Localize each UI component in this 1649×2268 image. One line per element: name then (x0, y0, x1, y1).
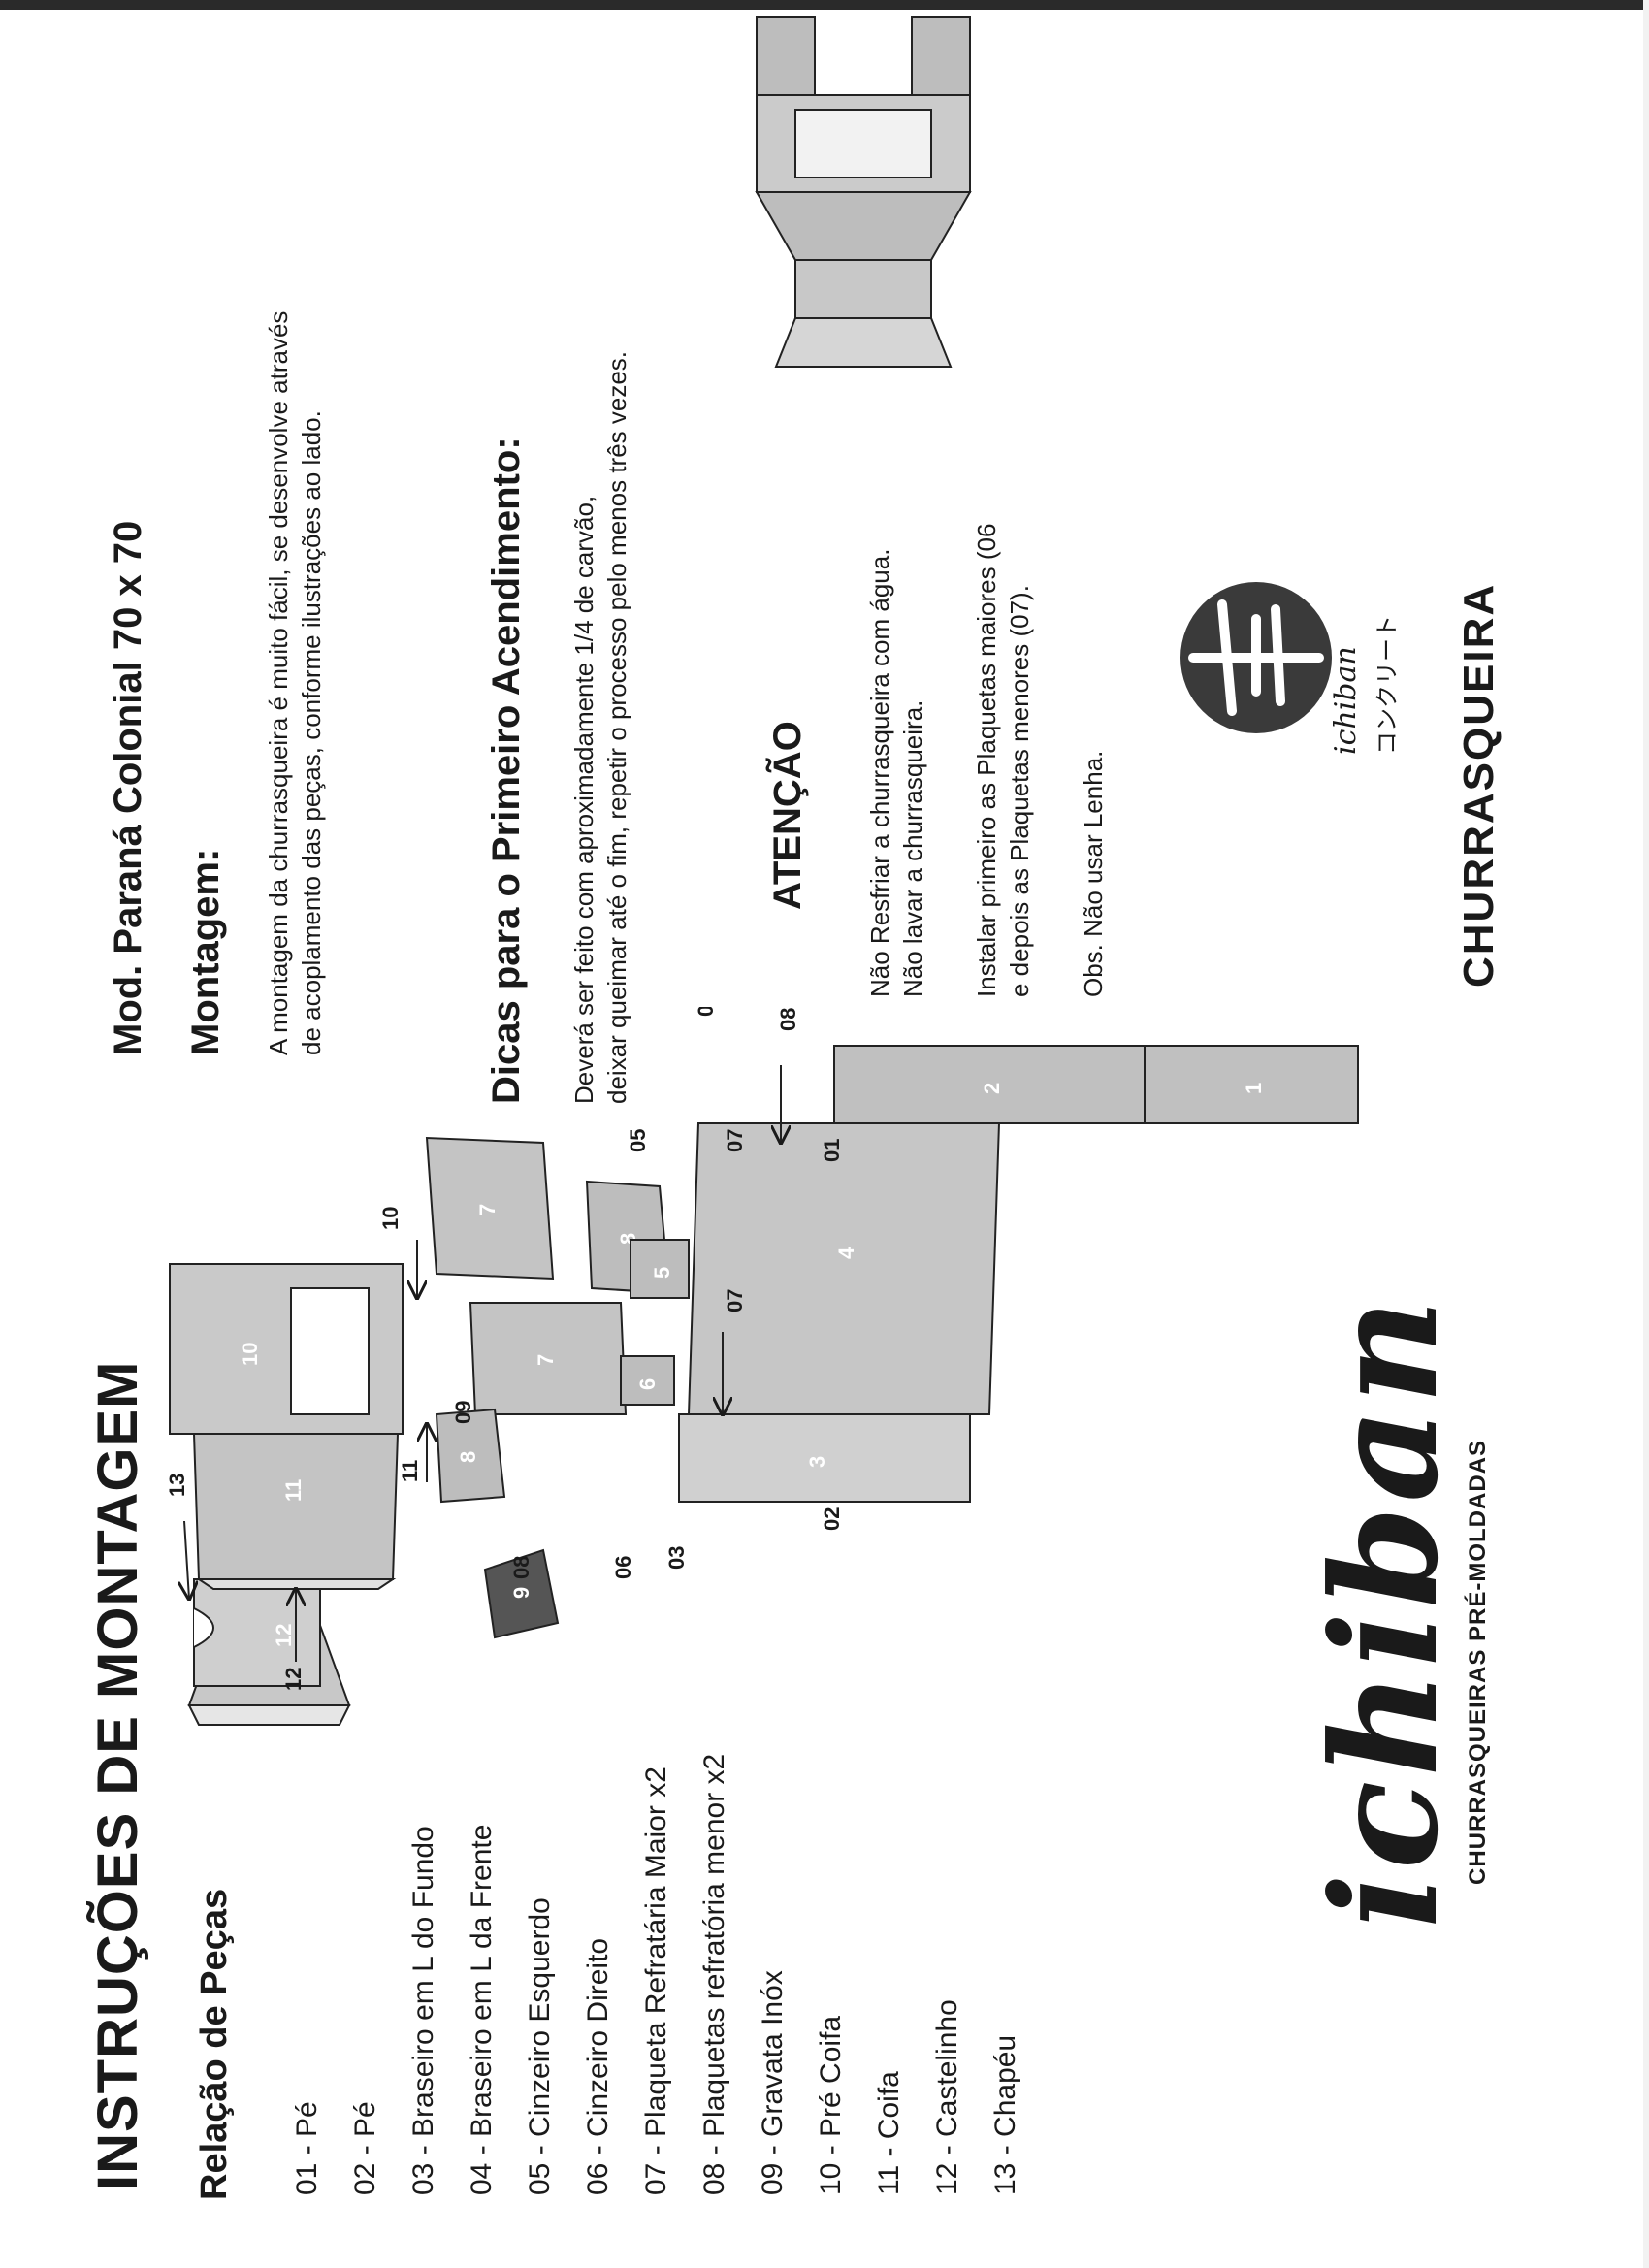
callout-04: 04 (694, 1007, 718, 1017)
model-name: Mod. Paraná Colonial 70 x 70 (107, 520, 149, 1055)
svg-text:04: 04 (694, 1007, 718, 1017)
atencao-line: Não lavar a churrasqueira. (898, 699, 927, 997)
piece-number: 3 (805, 1456, 829, 1468)
montagem-line: A montagem da churrasqueira é muito fáci… (264, 310, 293, 1055)
brand-tagline: CHURRASQUEIRAS PRÉ-MOLDADAS (1465, 1439, 1491, 1885)
piece-8-plaqueta-menor: 8 (435, 1408, 506, 1504)
piece-number: 7 (475, 1204, 500, 1215)
callout-11: 11 (398, 1424, 427, 1482)
svg-text:07: 07 (723, 1289, 747, 1312)
assembled-grill-illustration (755, 16, 972, 368)
piece-11-coifa: 11 (192, 1433, 400, 1590)
callout-07: 07 (723, 1289, 747, 1414)
piece-7-plaqueta-maior: 7 (425, 1136, 555, 1280)
callout-02: 02 (820, 1507, 844, 1531)
svg-text:03: 03 (664, 1546, 689, 1570)
montagem-title: Montagem: (184, 848, 227, 1055)
product-name: CHURRASQUEIRA (1455, 582, 1503, 988)
callout-08: 08 (776, 1008, 800, 1143)
dicas-title: Dicas para o Primeiro Acendimento: (485, 437, 528, 1104)
seal-text: ichiban (1329, 646, 1363, 755)
piece-number: 11 (281, 1479, 306, 1502)
observation: Obs. Não usar Lenha. (1079, 750, 1108, 997)
piece-number: 4 (834, 1247, 858, 1259)
svg-text:13: 13 (165, 1474, 189, 1497)
svg-text:08: 08 (509, 1556, 534, 1579)
exploded-assembly-diagram: 13 12 11 10 9 8 (165, 1007, 1359, 1726)
piece-number: 1 (1242, 1083, 1266, 1094)
piece-2-pe: 2 (833, 1045, 1146, 1124)
atencao-line: Instalar primeiro as Plaquetas maiores (… (972, 523, 1001, 997)
montagem-line: de acoplamento das peças, conforme ilust… (297, 410, 326, 1055)
callout-09: 09 (451, 1401, 475, 1424)
svg-text:05: 05 (626, 1129, 650, 1152)
piece-number: 12 (272, 1624, 296, 1647)
seal-subtext: コンクリート (1374, 615, 1401, 755)
piece-5-cinzeiro-esquerdo: 5 (630, 1239, 690, 1299)
piece-3-braseiro-fundo: 3 (678, 1413, 971, 1503)
piece-number: 9 (509, 1587, 534, 1599)
callout-13: 13 (165, 1474, 189, 1599)
piece-10-pre-coifa: 10 (169, 1263, 404, 1435)
brand-logo: ichiban (1300, 1294, 1471, 1929)
piece-number: 7 (534, 1354, 558, 1366)
atencao-line: Não Resfriar a churrasqueira com água. (865, 548, 894, 997)
callout-07: 07 (723, 1129, 747, 1152)
scan-edge-right (1643, 0, 1649, 2268)
callout-12: 12 (281, 1589, 306, 1691)
svg-text:12: 12 (281, 1668, 306, 1691)
piece-9-gravata: 9 (483, 1548, 560, 1639)
callout-06: 06 (611, 1556, 635, 1579)
dicas-line: deixar queimar até o fim, repetir o proc… (602, 350, 631, 1104)
piece-number: 8 (456, 1451, 480, 1463)
dicas-line: Deverá ser feito com aproximadamente 1/4… (569, 495, 598, 1104)
svg-text:06: 06 (611, 1556, 635, 1579)
callout-01: 01 (820, 1139, 844, 1162)
atencao-title: ATENÇÃO (766, 721, 809, 910)
piece-7-plaqueta-maior: 7 (469, 1302, 628, 1415)
piece-number: 10 (238, 1343, 262, 1366)
piece-4-braseiro-frente: 4 (687, 1122, 1001, 1415)
svg-text:08: 08 (776, 1008, 800, 1031)
svg-text:10: 10 (378, 1207, 403, 1230)
callout-10: 10 (378, 1207, 417, 1298)
scan-edge-top (0, 0, 1649, 10)
ichiban-seal-logo (1180, 582, 1332, 733)
piece-number: 5 (650, 1267, 674, 1279)
atencao-line: e depois as Plaquetas menores (07). (1005, 585, 1034, 997)
svg-text:11: 11 (398, 1460, 422, 1482)
svg-text:02: 02 (820, 1507, 844, 1531)
callout-08: 08 (509, 1556, 534, 1579)
piece-number: 2 (980, 1083, 1004, 1094)
svg-text:09: 09 (451, 1401, 475, 1424)
svg-text:07: 07 (723, 1129, 747, 1152)
callout-03: 03 (664, 1546, 689, 1570)
piece-6-cinzeiro-direito: 6 (620, 1355, 675, 1406)
piece-number: 6 (635, 1378, 660, 1390)
svg-text:01: 01 (820, 1139, 844, 1162)
callout-05: 05 (626, 1129, 650, 1152)
piece-1-pe: 1 (1144, 1045, 1359, 1124)
